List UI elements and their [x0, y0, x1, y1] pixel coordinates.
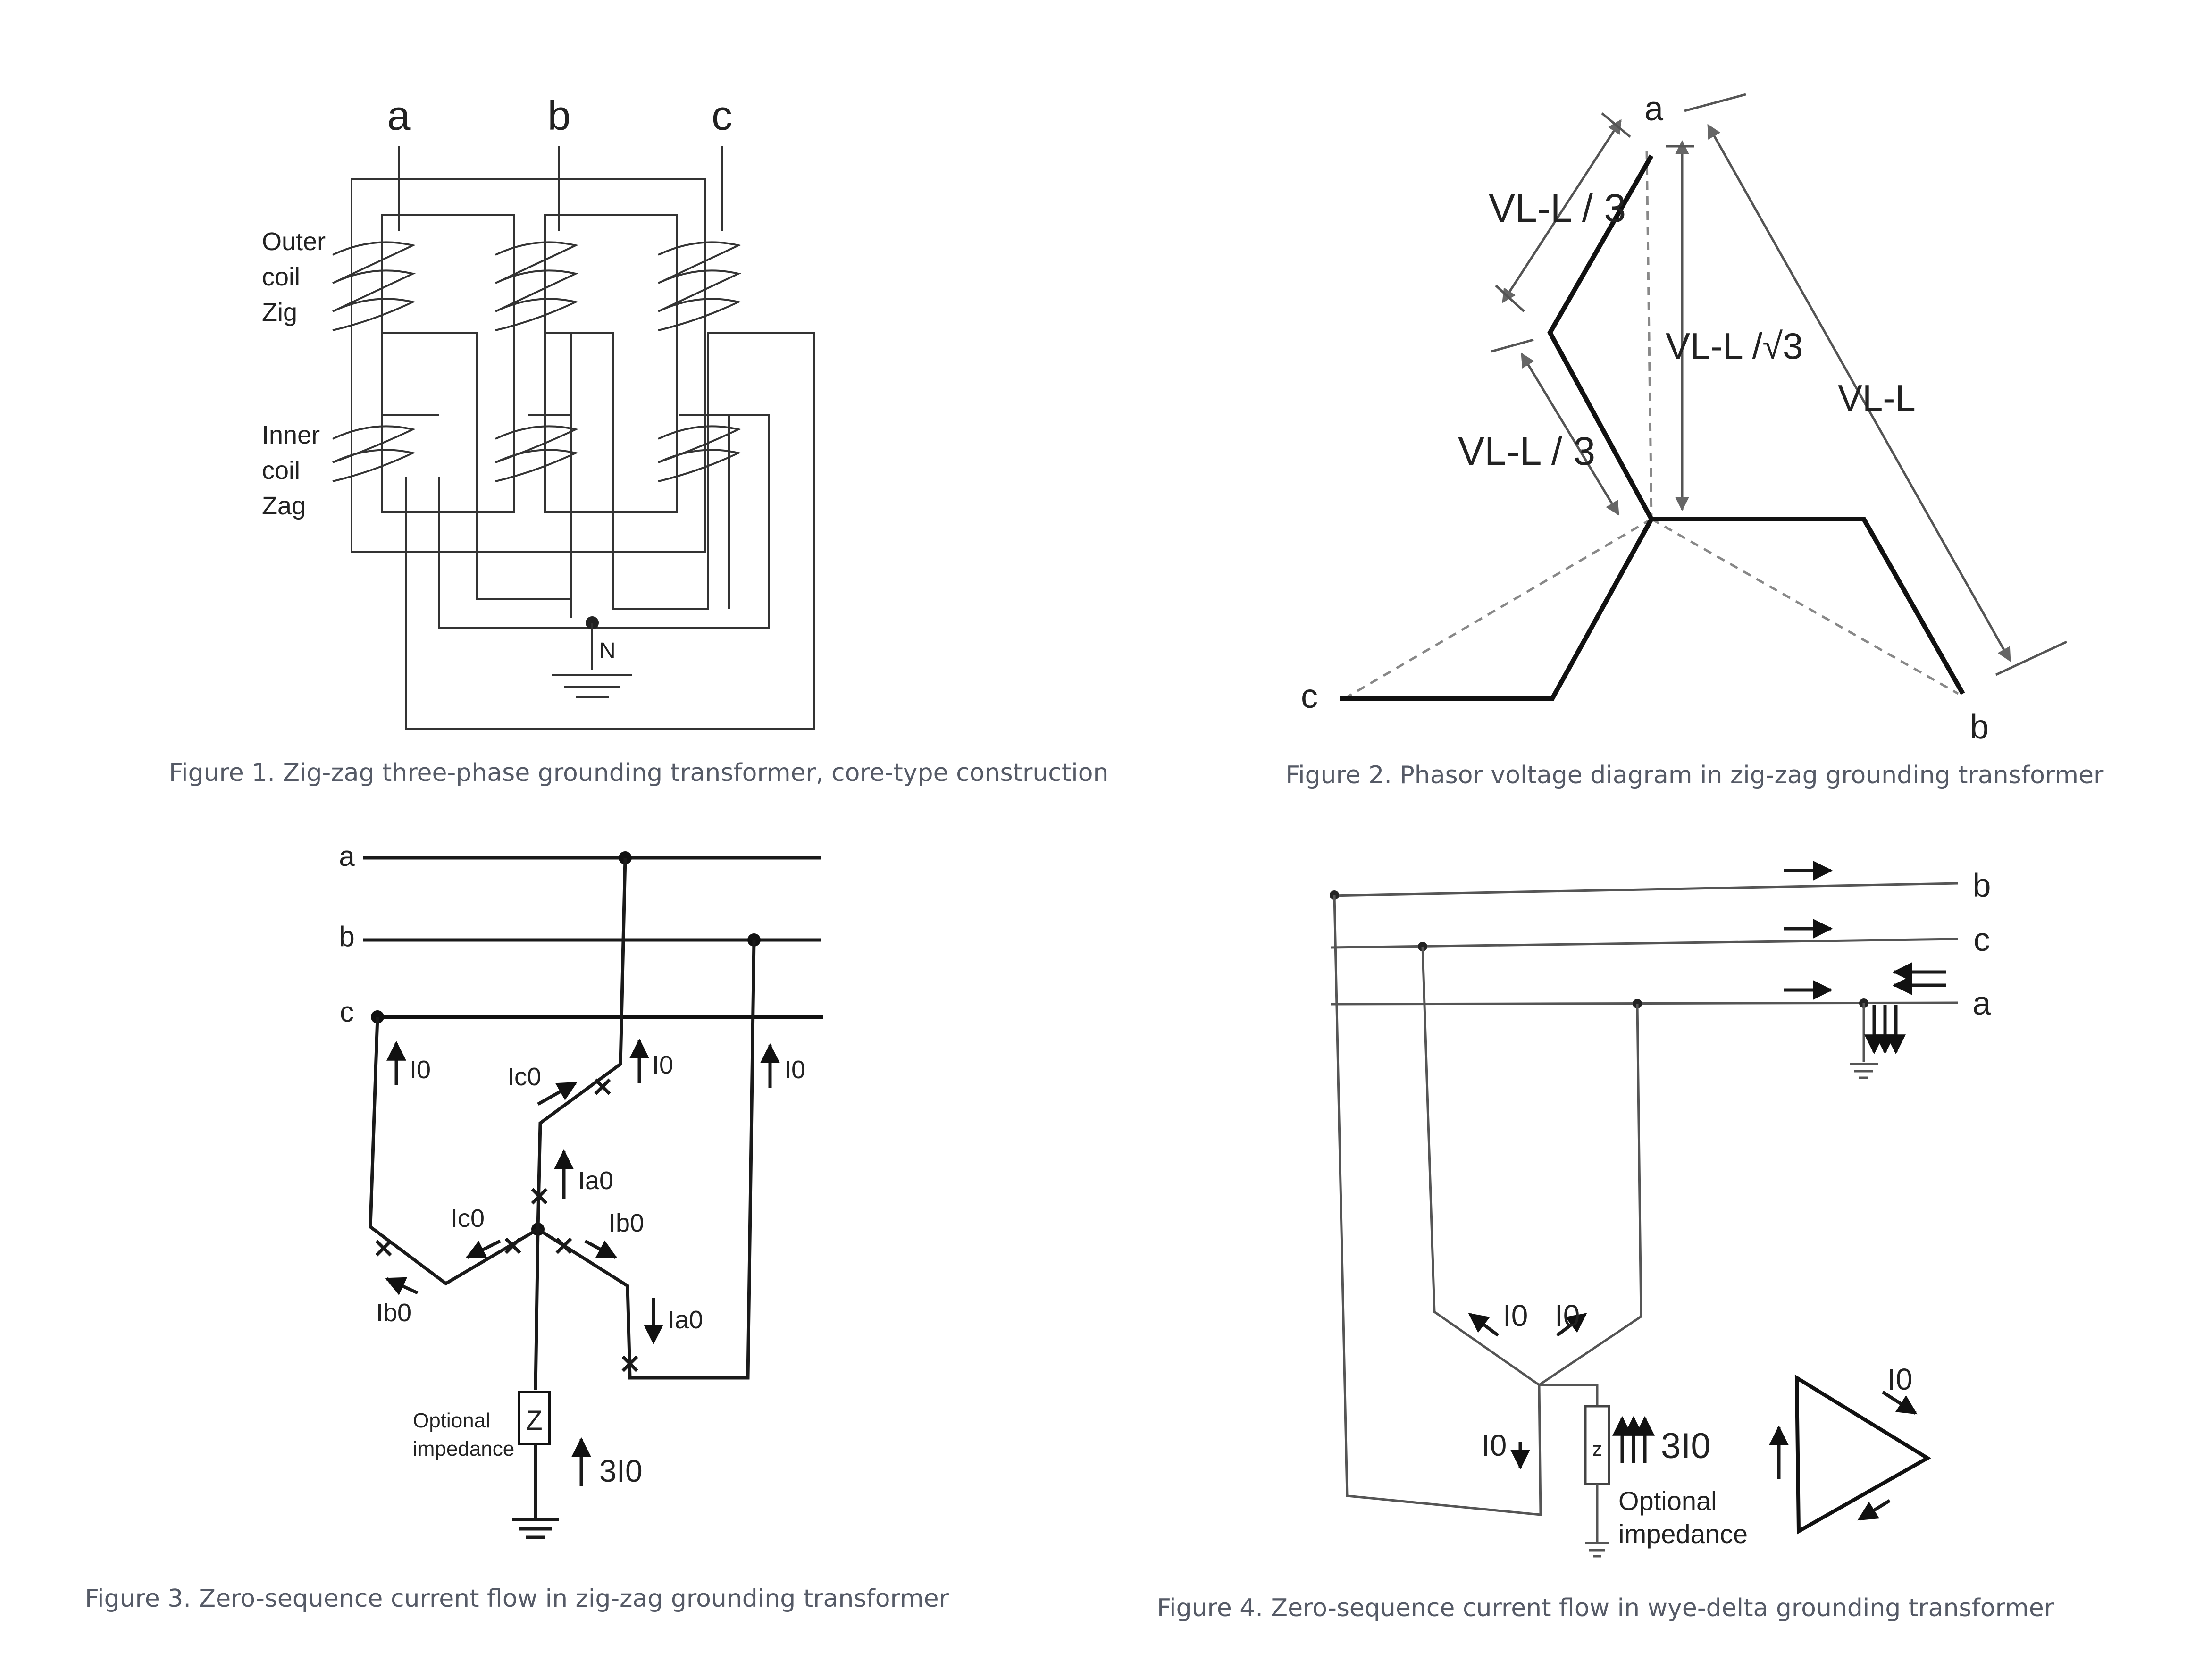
fig1-phase-a-label: a	[387, 92, 411, 139]
fig3-neutral-lead	[534, 1229, 540, 1390]
fig3-winding-c	[369, 1016, 539, 1286]
fig1-inner-label-3: Zag	[262, 492, 306, 520]
fig3-label-ic0-top: Ic0	[507, 1063, 541, 1091]
fig2-dash-to-c	[1344, 518, 1652, 700]
figure-2-phasor: a b c VL-L / 3 VL-L / 3 VL-L /√3 VL-L Fi…	[1286, 90, 2104, 789]
fig2-caption: Figure 2. Phasor voltage diagram in zig-…	[1286, 761, 2104, 789]
fig4-optional-2: impedance	[1618, 1519, 1748, 1549]
fig4-impedance-z: z	[1592, 1438, 1602, 1460]
fig3-label-c: c	[340, 996, 354, 1028]
fig2-phasor-c	[1340, 518, 1654, 701]
fig4-wire-b	[1333, 895, 1542, 1516]
fig2-node-a: a	[1644, 90, 1664, 128]
fig3-label-i0-right: I0	[784, 1056, 805, 1084]
fig4-bus-arrows	[1468, 861, 1833, 1470]
fig1-outer-label-1: Outer	[262, 227, 326, 256]
fig3-label-ia0-bottom: Ia0	[668, 1306, 703, 1334]
fig3-winding-a	[536, 857, 627, 1230]
fig3-label-ia0-top: Ia0	[578, 1166, 613, 1195]
fig4-label-i0-right: I0	[1555, 1299, 1580, 1333]
fig2-dash-to-b	[1651, 518, 1959, 695]
fig3-label-ib0-mid: Ib0	[609, 1209, 644, 1237]
fig1-phase-c-label: c	[712, 92, 732, 139]
fig4-label-a: a	[1973, 985, 1991, 1022]
fig4-impedance-box	[1584, 1405, 1610, 1485]
fig3-optional-2: impedance	[413, 1437, 514, 1460]
fig3-label-ic0-mid: Ic0	[451, 1204, 485, 1233]
fig4-delta-arrow-bottom	[1857, 1499, 1891, 1521]
fig3-label-ib0-left: Ib0	[376, 1299, 411, 1327]
fig1-inner-label-1: Inner	[262, 421, 320, 449]
fig1-neutral-label: N	[599, 638, 616, 663]
fig1-inner-label-2: coil	[262, 456, 300, 485]
fig4-neutral-lead	[1539, 1384, 1599, 1406]
fig4-label-c: c	[1974, 921, 1990, 958]
fig4-caption: Figure 4. Zero-sequence current flow in …	[1157, 1594, 2054, 1622]
fig4-wire-a	[1538, 1003, 1642, 1386]
fig2-node-b: b	[1970, 708, 1989, 746]
fig4-label-i0-left: I0	[1503, 1299, 1528, 1333]
fig2-label-third-bottom: VL-L / 3	[1458, 429, 1595, 473]
fig1-inner-coils	[332, 425, 742, 482]
fig2-label-vll: VL-L	[1838, 377, 1916, 419]
fig2-label-sqrt3: VL-L /√3	[1666, 325, 1803, 367]
fig2-label-third-top: VL-L / 3	[1489, 186, 1626, 230]
fig3-winding-b	[537, 940, 756, 1380]
fig4-bus-a	[1330, 1001, 1959, 1006]
fig4-bus-c	[1330, 938, 1959, 949]
fig2-dimension-lines	[1491, 93, 2068, 676]
fig3-winding-crosses	[375, 1078, 638, 1372]
fig1-caption: Figure 1. Zig-zag three-phase grounding …	[169, 759, 1109, 787]
ground-icon	[1850, 1063, 1878, 1079]
fig3-impedance-z: Z	[526, 1405, 542, 1436]
fig3-optional-1: Optional	[413, 1409, 490, 1432]
fig4-delta-triangle	[1794, 1374, 1931, 1535]
fig2-dash-vertical	[1645, 151, 1653, 520]
fig3-impedance-box	[518, 1391, 551, 1445]
fig3-label-i0-middle: I0	[652, 1051, 673, 1079]
fig4-wire-c	[1421, 946, 1540, 1386]
fig2-node-c: c	[1301, 678, 1318, 715]
fig1-phase-b-label: b	[548, 92, 571, 139]
ground-icon	[1585, 1542, 1609, 1558]
fig4-fault-arrows	[1864, 962, 1946, 1055]
fig4-delta-i0: I0	[1887, 1362, 1912, 1396]
fig3-label-b: b	[339, 921, 354, 952]
fig3-label-a: a	[339, 840, 355, 872]
fig4-label-b: b	[1973, 867, 1991, 904]
figure-4-wye-delta-current: b c a z	[1157, 861, 2054, 1622]
fig1-core-frames	[351, 178, 815, 730]
fig4-optional-1: Optional	[1618, 1486, 1717, 1516]
ground-icon	[512, 1518, 559, 1539]
fig4-bus-b	[1330, 882, 1959, 897]
fig1-outer-label-3: Zig	[262, 298, 297, 327]
fig4-label-3i0: 3I0	[1661, 1426, 1711, 1466]
fig3-current-arrows	[385, 1038, 780, 1486]
fig3-label-i0-left: I0	[410, 1056, 431, 1084]
fig1-outer-coils	[332, 241, 742, 331]
fig1-outer-label-2: coil	[262, 263, 300, 291]
fig4-label-i0-down: I0	[1482, 1428, 1507, 1462]
ground-icon	[552, 674, 632, 698]
figure-1-zigzag-core: a b c Out	[169, 92, 1109, 787]
fig3-label-3i0: 3I0	[599, 1453, 643, 1488]
fig3-caption: Figure 3. Zero-sequence current flow in …	[85, 1585, 949, 1613]
figure-3-zigzag-current: a b c Z	[85, 840, 949, 1613]
fig4-delta-arrow-top	[1882, 1391, 1918, 1415]
